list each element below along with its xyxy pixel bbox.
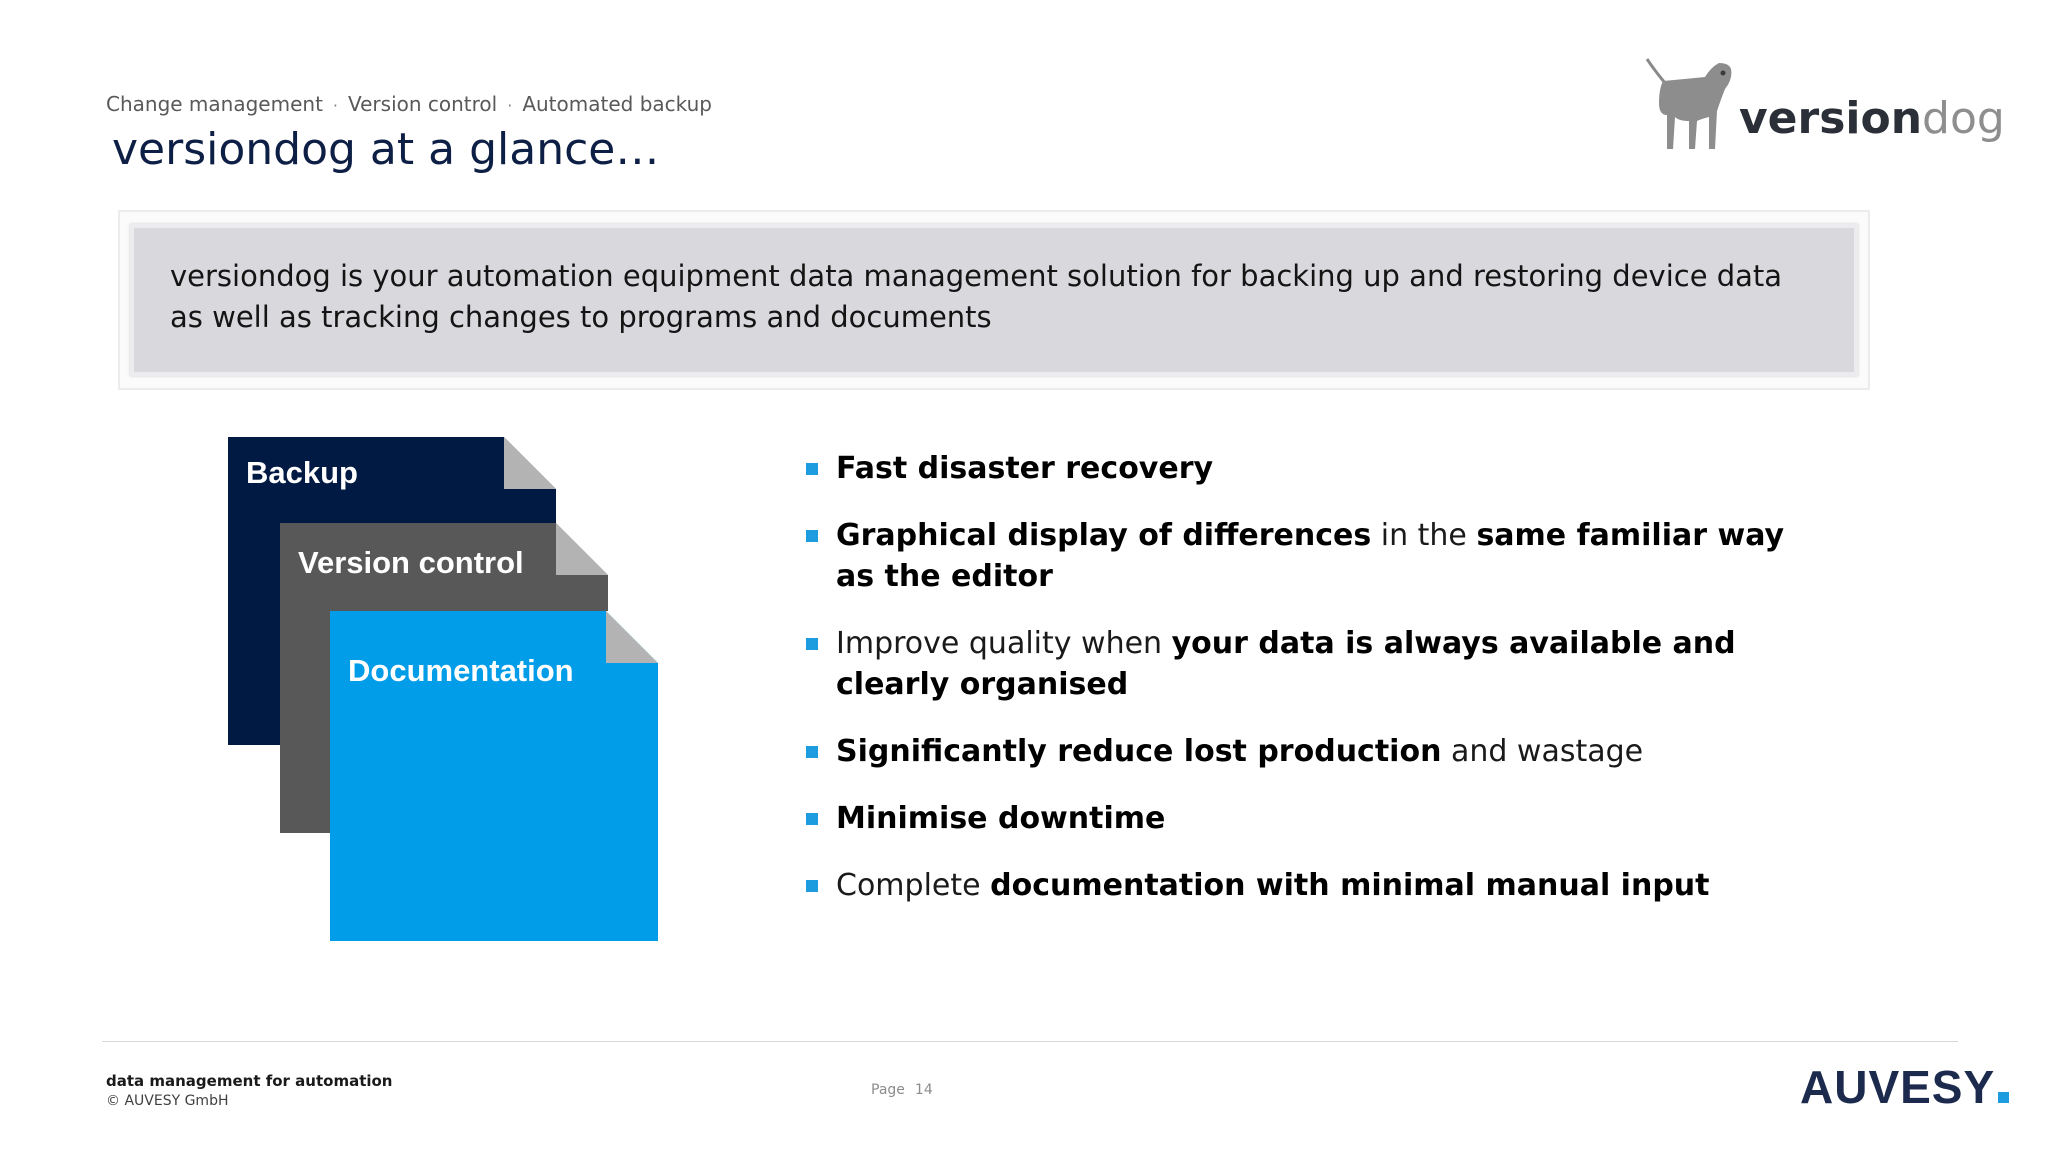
bullet-square-icon: [806, 463, 818, 475]
document-stack: Backup Version control Documentation: [226, 435, 666, 945]
bullet-square-icon: [806, 530, 818, 542]
feature-text: same familiar way as the editor: [836, 518, 1785, 594]
feature-text: Improve quality when: [836, 626, 1172, 661]
feature-text: documentation with minimal manual input: [990, 868, 1710, 903]
dog-icon: [1645, 58, 1732, 149]
bullet-square-icon: [806, 880, 818, 892]
auvesy-logo: AUVESY: [1800, 1060, 2010, 1114]
summary-box-inner: versiondog is your automation equipment …: [130, 224, 1858, 376]
breadcrumb-item: Version control: [348, 92, 498, 116]
feature-text: Minimise downtime: [836, 801, 1166, 836]
logo-wordmark: versiondog: [1739, 93, 2005, 144]
page-fold-icon: [606, 611, 658, 663]
bullet-square-icon: [806, 813, 818, 825]
logo-dot-icon: [1998, 1092, 2010, 1103]
breadcrumb-separator: ·: [507, 96, 513, 115]
feature-item: Fast disaster recovery: [800, 448, 1800, 489]
footer-copyright: © AUVESY GmbH: [106, 1093, 229, 1109]
documentation-page: Documentation: [330, 611, 658, 941]
feature-item: Minimise downtime: [800, 798, 1800, 839]
feature-item: Improve quality when your data is always…: [800, 623, 1800, 705]
feature-text: your data is always available and clearl…: [836, 626, 1736, 702]
feature-text: Graphical display of differences: [836, 518, 1372, 553]
feature-text: Fast disaster recovery: [836, 451, 1214, 486]
feature-item: Graphical display of differences in the …: [800, 515, 1800, 597]
breadcrumb-item: Automated backup: [522, 92, 712, 116]
page-fold-icon: [504, 437, 556, 489]
breadcrumb-separator: ·: [332, 96, 338, 115]
backup-label: Backup: [246, 455, 358, 490]
version-control-label: Version control: [298, 545, 524, 580]
feature-text: in the: [1371, 518, 1477, 553]
footer-divider: [102, 1041, 1958, 1042]
versiondog-logo: versiondog: [1645, 55, 2005, 155]
feature-item: Complete documentation with minimal manu…: [800, 865, 1800, 906]
page-title: versiondog at a glance…: [112, 124, 660, 175]
bullet-square-icon: [806, 638, 818, 650]
feature-text: and wastage: [1441, 734, 1644, 769]
bullet-square-icon: [806, 746, 818, 758]
summary-text: versiondog is your automation equipment …: [170, 259, 1783, 334]
feature-item: Significantly reduce lost production and…: [800, 731, 1800, 772]
summary-box: versiondog is your automation equipment …: [118, 210, 1870, 390]
breadcrumb-item: Change management: [106, 92, 323, 116]
breadcrumb: Change management · Version control · Automa…: [106, 92, 712, 116]
documentation-label: Documentation: [348, 653, 574, 688]
footer-tagline: data management for automation: [106, 1072, 393, 1090]
feature-text: Complete: [836, 868, 991, 903]
feature-text: Significantly reduce lost production: [836, 734, 1442, 769]
page-fold-icon: [556, 523, 608, 575]
